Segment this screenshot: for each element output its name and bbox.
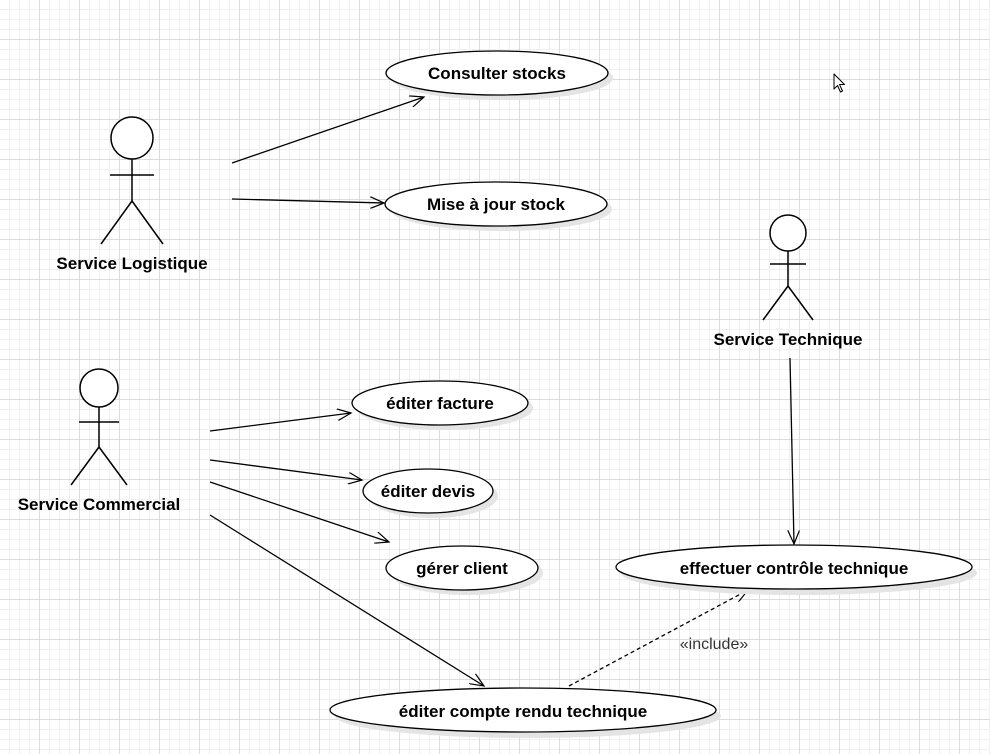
- association-commercial-compte-rendu[interactable]: [209, 514, 484, 686]
- use-case-effectuer-controle-technique[interactable]: effectuer contrôle technique: [615, 544, 977, 595]
- use-case-ellipse: [385, 50, 609, 96]
- use-case-ellipse: [384, 181, 608, 227]
- actor-label: Service Technique: [714, 330, 863, 349]
- mouse-cursor-icon: [833, 73, 845, 93]
- use-case-label: éditer devis: [381, 482, 476, 501]
- associations: [209, 97, 794, 687]
- use-case-editer-facture[interactable]: éditer facture: [351, 380, 533, 430]
- include-dependency[interactable]: [568, 590, 748, 687]
- use-case-label: Mise à jour stock: [427, 195, 565, 214]
- use-case-ellipse: [329, 687, 717, 733]
- association-commercial-devis[interactable]: [209, 459, 362, 480]
- use-case-mise-a-jour-stock[interactable]: Mise à jour stock: [384, 181, 612, 231]
- use-case-ellipse: [362, 468, 494, 514]
- actor-service-technique[interactable]: Service Technique: [714, 214, 863, 349]
- association-commercial-client[interactable]: [209, 481, 389, 542]
- stick-figure-icon: [762, 214, 814, 321]
- use-case-editer-devis[interactable]: éditer devis: [362, 468, 498, 518]
- use-case-editer-compte-rendu-technique[interactable]: éditer compte rendu technique: [329, 687, 721, 738]
- actor-service-commercial[interactable]: Service Commercial: [18, 368, 181, 514]
- stick-figure-icon: [100, 116, 164, 245]
- use-case-ellipse: [351, 380, 529, 426]
- actor-label: Service Commercial: [18, 495, 181, 514]
- use-case-label: éditer facture: [386, 394, 494, 413]
- association-commercial-facture[interactable]: [209, 413, 351, 432]
- use-case-ellipse: [615, 544, 973, 590]
- use-case-label: Consulter stocks: [428, 64, 566, 83]
- use-case-consulter-stocks[interactable]: Consulter stocks: [385, 50, 613, 100]
- actor-service-logistique[interactable]: Service Logistique: [56, 116, 208, 273]
- association-logistique-maj[interactable]: [231, 199, 384, 203]
- use-case-label: gérer client: [416, 559, 508, 578]
- association-technique-controle[interactable]: [790, 357, 794, 544]
- use-case-ellipse: [385, 545, 539, 591]
- include-stereotype-label: «include»: [680, 636, 749, 653]
- use-case-label: effectuer contrôle technique: [680, 559, 909, 578]
- use-case-gerer-client[interactable]: gérer client: [385, 545, 543, 595]
- use-case-label: éditer compte rendu technique: [399, 702, 647, 721]
- actor-label: Service Logistique: [56, 254, 207, 273]
- association-logistique-consulter[interactable]: [231, 97, 424, 164]
- stick-figure-icon: [70, 368, 128, 486]
